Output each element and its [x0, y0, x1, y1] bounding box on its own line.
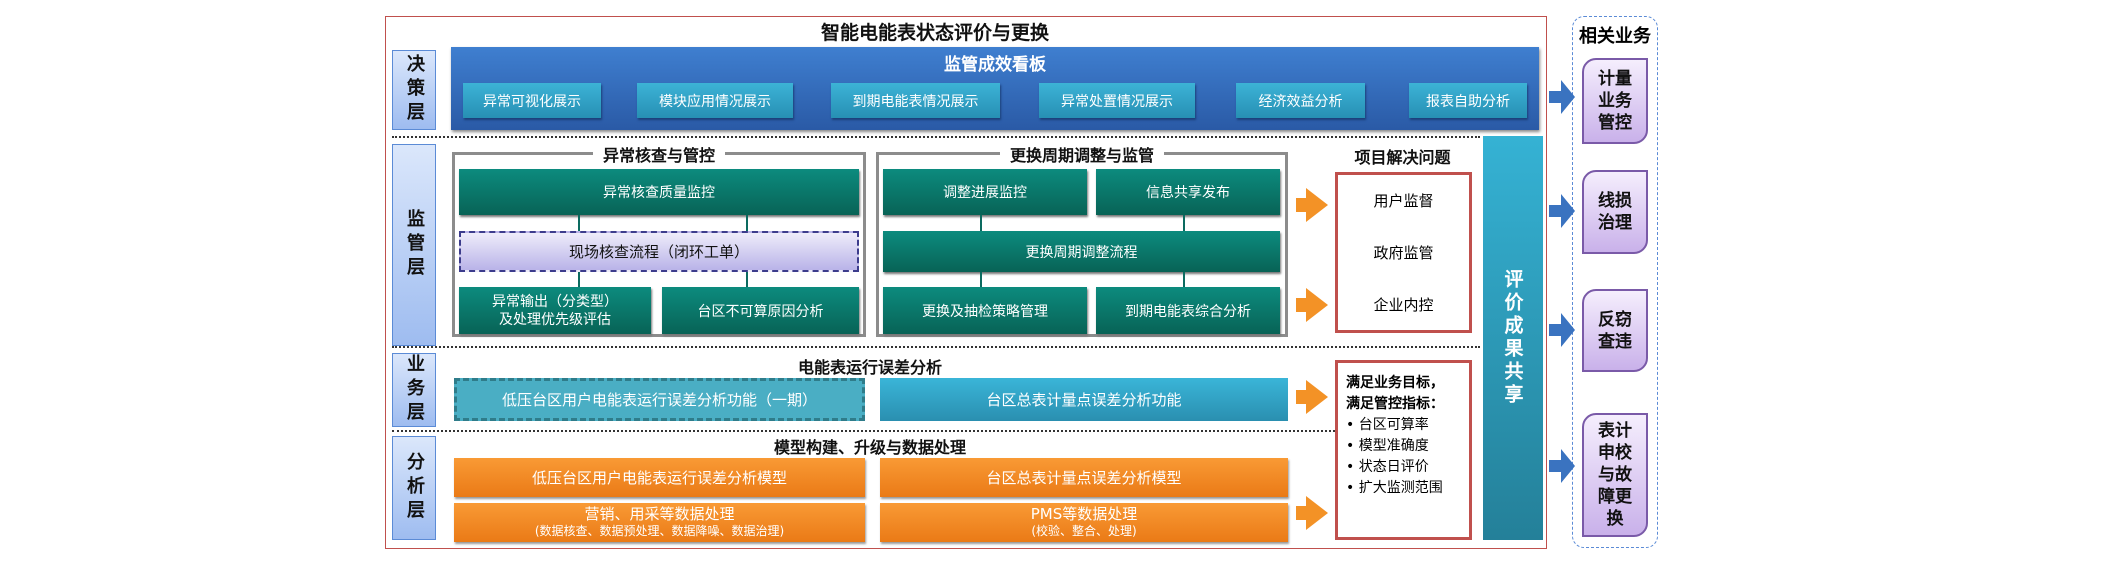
goal-text: 扩大监测范围 — [1358, 480, 1443, 496]
arrow-up — [1183, 272, 1185, 287]
related-panel — [1572, 16, 1658, 548]
evaluation-sharing-bar: 评价成果共享 — [1483, 136, 1543, 540]
divider — [392, 136, 1480, 138]
board-button-6[interactable]: 报表自助分析 — [1409, 83, 1527, 118]
board-button-4[interactable]: 异常处置情况展示 — [1039, 83, 1195, 118]
orange-arrow-icon — [1296, 496, 1328, 530]
blue-arrow-icon — [1549, 80, 1575, 114]
pms-data-processing: PMS等数据处理(校验、整合、处理) — [880, 503, 1288, 542]
board-button-2[interactable]: 模块应用情况展示 — [637, 83, 793, 118]
anomaly-quality-monitor: 异常核查质量监控 — [459, 169, 859, 215]
orange-arrow-icon — [1296, 288, 1328, 322]
data-processing-label: 营销、用采等数据处理 — [584, 504, 735, 523]
arrow-up — [980, 215, 982, 231]
adjust-progress-monitor: 调整进展监控 — [883, 169, 1087, 215]
field-check-process: 现场核查流程（闭环工单） — [459, 231, 859, 272]
total-meter-error-model: 台区总表计量点误差分析模型 — [880, 458, 1288, 497]
layer-analysis: 分析层 — [392, 436, 436, 540]
goal-text: 模型准确度 — [1358, 438, 1429, 454]
analysis-title: 模型构建、升级与数据处理 — [773, 438, 966, 457]
incalculable-cause-analysis: 台区不可算原因分析 — [662, 287, 859, 334]
board-button-5[interactable]: 经济效益分析 — [1236, 83, 1365, 118]
data-processing-detail: (校验、整合、处理) — [1031, 523, 1137, 538]
divider — [392, 430, 1335, 432]
board-button-1[interactable]: 异常可视化展示 — [463, 83, 601, 118]
arrow-up — [980, 272, 982, 287]
anomaly-group-title: 异常核查与管控 — [592, 142, 725, 166]
board-button-3[interactable]: 到期电能表情况展示 — [831, 83, 1000, 118]
arrow-down — [746, 215, 748, 231]
anomaly-output-line2: 及处理优先级评估 — [499, 311, 611, 328]
orange-arrow-icon — [1296, 188, 1328, 222]
orange-arrow-icon — [1296, 380, 1328, 414]
arrow-up — [746, 272, 748, 287]
blue-arrow-icon — [1549, 194, 1575, 228]
business-title: 电能表运行误差分析 — [797, 358, 942, 377]
info-sharing: 信息共享发布 — [1096, 169, 1280, 215]
goal-text: 状态日评价 — [1358, 459, 1429, 475]
goal-text: 台区可算率 — [1358, 417, 1429, 433]
divider — [392, 346, 1480, 348]
cycle-group-title: 更换周期调整与监管 — [999, 142, 1164, 166]
problem-item: 企业内控 — [1373, 295, 1434, 314]
goals-line1: 满足业务目标， — [1346, 375, 1444, 391]
goals-box: 满足业务目标， 满足管控指标： • 台区可算率 • 模型准确度 • 状态日评价 … — [1335, 360, 1472, 540]
data-processing-label: PMS等数据处理 — [1030, 504, 1138, 523]
main-frame — [385, 16, 1547, 549]
anomaly-output: 异常输出（分类型）及处理优先级评估 — [459, 287, 651, 334]
problems-title: 项目解决问题 — [1354, 148, 1451, 167]
lv-user-error-model: 低压台区用户电能表运行误差分析模型 — [454, 458, 865, 497]
marketing-data-processing: 营销、用采等数据处理(数据核查、数据预处理、数据降噪、数据治理) — [454, 503, 865, 542]
related-item: 线损治理 — [1582, 170, 1648, 254]
layer-decision: 决策层 — [392, 50, 436, 130]
problem-item: 政府监管 — [1373, 243, 1434, 262]
cycle-adjust-process: 更换周期调整流程 — [883, 231, 1280, 272]
arrow-up — [578, 215, 580, 231]
goals-line2: 满足管控指标： — [1346, 396, 1444, 412]
blue-arrow-icon — [1549, 313, 1575, 347]
related-item: 计量业务管控 — [1582, 58, 1648, 144]
problem-item: 用户监督 — [1373, 192, 1434, 211]
diagram-title: 智能电能表状态评价与更换 — [820, 21, 1049, 44]
goal-item: • 扩大监测范围 — [1346, 480, 1443, 496]
related-item: 表计申校与故障更换 — [1582, 413, 1648, 537]
dashboard-title: 监管成效看板 — [944, 55, 1046, 75]
strategy-management: 更换及抽检策略管理 — [883, 287, 1087, 334]
problems-box: 用户监督 政府监管 企业内控 — [1335, 172, 1472, 333]
layer-supervision: 监管层 — [392, 144, 436, 346]
blue-arrow-icon — [1549, 449, 1575, 483]
layer-business: 业务层 — [392, 353, 436, 427]
anomaly-output-line1: 异常输出（分类型） — [492, 293, 618, 310]
goal-item: • 状态日评价 — [1346, 459, 1429, 475]
arrow-up — [1183, 215, 1185, 231]
goal-item: • 台区可算率 — [1346, 417, 1429, 433]
goal-item: • 模型准确度 — [1346, 438, 1429, 454]
arrow-up — [578, 272, 580, 287]
expired-meter-analysis: 到期电能表综合分析 — [1096, 287, 1280, 334]
related-item: 反窃查违 — [1582, 289, 1648, 372]
data-processing-detail: (数据核查、数据预处理、数据降噪、数据治理) — [534, 523, 785, 538]
total-meter-error-function: 台区总表计量点误差分析功能 — [880, 378, 1288, 421]
related-title: 相关业务 — [1579, 26, 1651, 47]
lv-user-error-function: 低压台区用户电能表运行误差分析功能（一期） — [454, 378, 865, 421]
